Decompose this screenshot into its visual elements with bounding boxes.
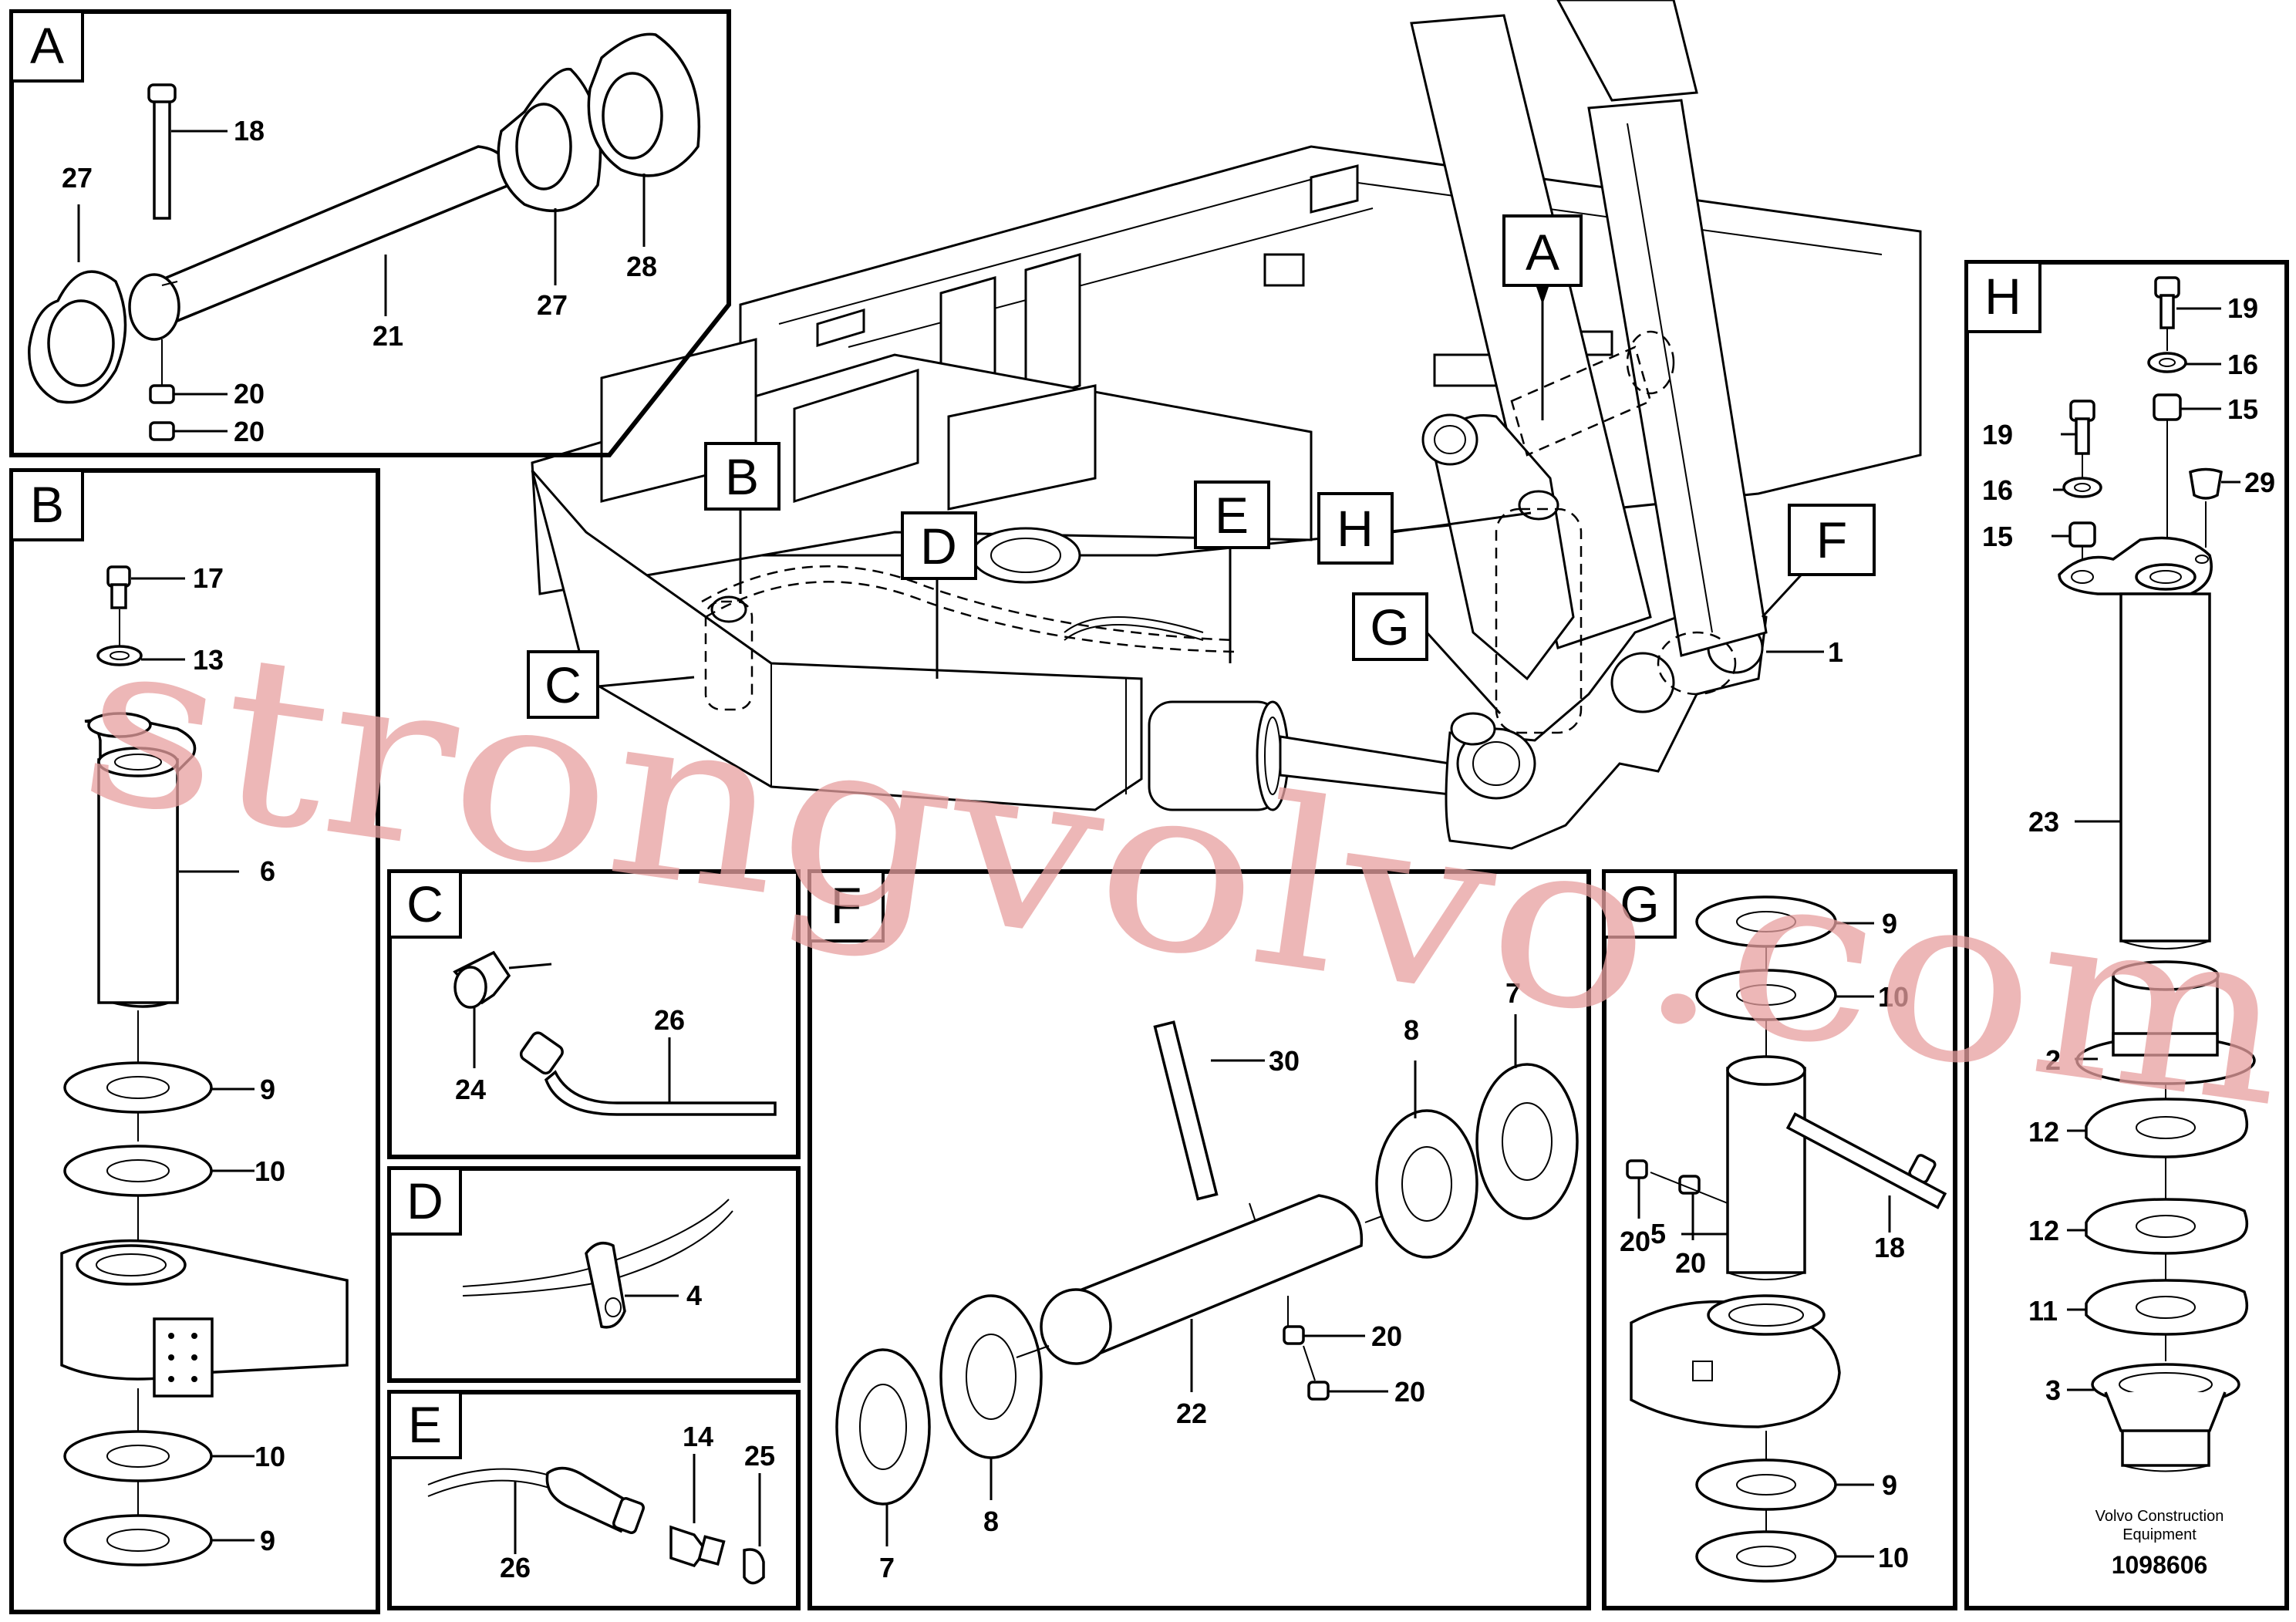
part-label-10: 10 [1878,981,1909,1013]
part-label-18: 18 [1874,1232,1905,1263]
part-label-8: 8 [983,1506,999,1537]
part-label-20: 20 [1394,1376,1425,1408]
part-label-1: 1 [1828,636,1843,668]
part-label-16: 16 [1982,474,2013,506]
svg-text:C: C [406,875,443,932]
part-label-30: 30 [1269,1045,1300,1077]
part-label-19: 19 [2227,292,2258,324]
part-label-25: 25 [744,1440,775,1472]
part-label-4: 4 [686,1280,702,1311]
detail-panel-h: H [1964,260,2289,1610]
callout-tag-e: E [1194,481,1270,549]
svg-text:D: D [920,518,957,575]
part-label-16: 16 [2227,349,2258,380]
part-label-20: 20 [1620,1226,1650,1257]
svg-text:E: E [408,1396,442,1453]
detail-panel-a: A 18 27 21 27 28 20 20 [9,9,731,457]
svg-text:G: G [1370,599,1409,656]
part-label-21: 21 [373,320,403,352]
part-label-20: 20 [234,378,265,410]
callout-tag-h: H [1317,492,1394,565]
svg-text:A: A [1526,224,1559,281]
part-label-5: 5 [1650,1218,1666,1249]
part-label-10: 10 [255,1441,285,1472]
part-label-11: 11 [2028,1295,2058,1327]
svg-text:E: E [1215,487,1249,544]
svg-text:B: B [30,476,64,533]
callout-tag-d: D [901,511,977,580]
part-label-3: 3 [2045,1374,2061,1406]
svg-text:F: F [831,877,861,934]
callout-tag-b: B [704,442,781,511]
detail-panel-e: E 14 25 26 [387,1390,801,1610]
part-label-10: 10 [1878,1542,1909,1573]
part-label-9: 9 [1882,908,1897,939]
svg-text:C: C [544,656,582,713]
part-label-15: 15 [2227,393,2258,425]
detail-panel-b: B [9,468,380,1614]
part-label-20: 20 [1675,1247,1706,1279]
part-label-9: 9 [260,1525,275,1556]
credit-company-line2: Equipment [2122,1526,2197,1543]
part-label-26: 26 [500,1552,531,1583]
callout-tag-g: G [1352,592,1428,661]
svg-text:A: A [30,17,64,74]
part-label-13: 13 [193,644,224,676]
part-label-19: 19 [1982,419,2013,450]
machine-illustration [531,0,1922,850]
part-label-22: 22 [1176,1398,1207,1429]
callout-tag-f: F [1788,504,1876,576]
callout-tag-c: C [527,650,599,719]
credit-company: Volvo Construction [2095,1508,2224,1525]
part-label-9: 9 [1882,1469,1897,1501]
detail-panel-c: C 24 26 [387,869,801,1159]
detail-panel-f: F 30 8 7 20 20 2 [807,869,1591,1610]
callout-tag-a: A [1502,214,1583,287]
part-label-20: 20 [234,416,265,447]
part-label-8: 8 [1404,1014,1419,1046]
part-label-26: 26 [654,1004,685,1036]
svg-text:H: H [1337,500,1374,557]
part-label-27: 27 [62,162,93,194]
part-label-20: 20 [1371,1320,1402,1352]
main-callouts: A B C D E H G F 1 [527,214,1876,719]
part-label-2: 2 [2045,1044,2061,1076]
svg-text:G: G [1620,875,1659,932]
svg-text:D: D [406,1172,443,1229]
part-label-12: 12 [2028,1215,2059,1246]
part-label-6: 6 [260,855,275,887]
document-number: 1098606 [2112,1551,2208,1579]
part-label-10: 10 [255,1155,285,1187]
part-label-17: 17 [193,562,224,594]
part-label-12: 12 [2028,1116,2059,1148]
detail-panel-g: G 9 [1602,869,1957,1610]
svg-text:H: H [1984,268,2021,325]
part-label-14: 14 [683,1421,713,1452]
part-label-9: 9 [260,1074,275,1105]
part-label-27: 27 [537,289,568,321]
part-label-24: 24 [455,1074,486,1105]
part-label-18: 18 [234,115,265,147]
svg-text:B: B [725,448,759,505]
svg-text:F: F [1816,511,1847,568]
part-label-7: 7 [1505,977,1521,1009]
part-label-28: 28 [626,251,657,282]
part-label-7: 7 [879,1552,895,1583]
detail-panel-d: D 4 [387,1166,801,1383]
part-label-15: 15 [1982,521,2013,552]
part-label-23: 23 [2028,806,2059,838]
part-label-29: 29 [2244,467,2275,498]
